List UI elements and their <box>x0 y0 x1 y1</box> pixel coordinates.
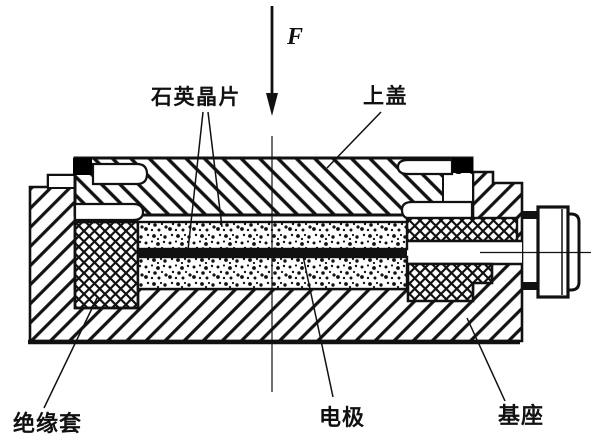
leader-electrode <box>302 255 334 398</box>
leader-lines <box>43 111 506 409</box>
leader-quartz-lower <box>187 111 204 251</box>
label-top-cover: 上盖 <box>363 84 408 108</box>
right-seal <box>452 158 473 173</box>
arrowhead-icon <box>266 93 278 116</box>
label-electrode: 电极 <box>319 405 365 430</box>
leader-base <box>466 317 506 402</box>
force-arrow <box>266 6 278 116</box>
left-seal <box>73 158 92 175</box>
connector-neck-top <box>522 211 539 219</box>
base-left-step <box>47 174 76 189</box>
cover-right-pocket <box>396 158 454 176</box>
cover-right-groove <box>400 200 474 221</box>
leader-top-cover <box>326 111 382 169</box>
leader-quartz-upper <box>207 111 223 228</box>
leader-insulating-sleeve <box>43 297 98 409</box>
cover-left-groove <box>73 202 145 222</box>
label-insulating-sleeve: 绝缘套 <box>13 411 82 436</box>
connector-neck-bottom <box>522 282 539 290</box>
label-quartz-plates: 石英晶片 <box>150 86 241 109</box>
insulating-sleeve <box>73 220 140 310</box>
cover-left-pocket <box>91 162 149 186</box>
right-insulator-upper <box>405 216 519 243</box>
right-insulator-lower <box>406 262 494 303</box>
top-cover <box>73 156 474 222</box>
force-label: F <box>286 24 303 50</box>
label-base: 基座 <box>498 403 544 428</box>
output-connector <box>480 205 591 299</box>
cover-right-gap <box>443 174 472 203</box>
